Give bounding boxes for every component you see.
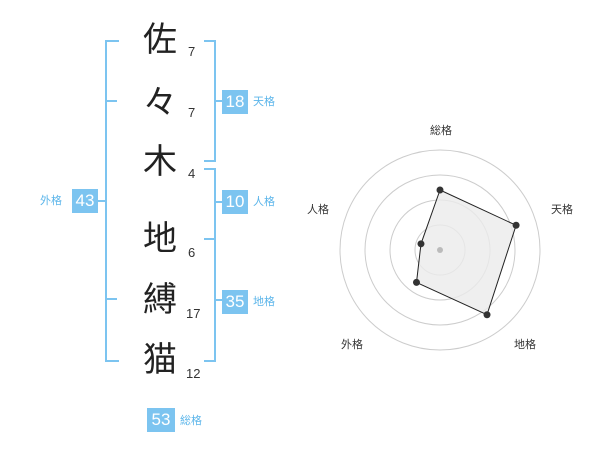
gaikaku-connector xyxy=(97,200,105,202)
radar-ring xyxy=(364,174,516,326)
tenkaku-label: 天格 xyxy=(253,95,275,108)
radar-center xyxy=(437,247,443,253)
name-char-6: 猫 xyxy=(143,340,177,380)
name-char-5: 縛 xyxy=(143,280,177,320)
chikaku-label: 地格 xyxy=(253,295,275,308)
radar-point-5 xyxy=(417,240,425,248)
stroke-count-3: 4 xyxy=(188,166,196,181)
radar-point-3 xyxy=(483,311,491,319)
gaikaku-bracket xyxy=(105,40,119,362)
radar-label-chikaku: 地格 xyxy=(514,338,536,351)
radar-ring xyxy=(339,149,541,351)
stroke-count-2: 7 xyxy=(188,105,196,120)
jinkaku-badge: 10 xyxy=(222,190,248,214)
name-char-3: 木 xyxy=(143,142,177,182)
tenkaku-connector xyxy=(214,100,222,102)
radar-point-4 xyxy=(412,278,420,286)
name-char-2: 々 xyxy=(143,83,177,123)
radar-point-1 xyxy=(436,186,444,194)
name-char-4: 地 xyxy=(143,219,177,259)
radar-points xyxy=(412,186,520,319)
gaikaku-label: 外格 xyxy=(40,194,62,207)
stroke-count-1: 7 xyxy=(188,44,196,59)
radar-label-jinkaku: 人格 xyxy=(307,203,329,216)
tenkaku-badge: 18 xyxy=(222,90,248,114)
gaikaku-tick-1 xyxy=(105,100,117,102)
soukaku-badge: 53 xyxy=(147,408,175,432)
jinkaku-connector xyxy=(214,201,222,203)
radar-label-gaikaku: 外格 xyxy=(341,338,363,351)
radar-point-2 xyxy=(512,221,520,229)
stroke-count-4: 6 xyxy=(188,245,196,260)
chikaku-connector xyxy=(214,299,222,301)
radar-label-tenkaku: 天格 xyxy=(551,203,573,216)
soukaku-label: 総格 xyxy=(180,414,202,427)
gaikaku-badge: 43 xyxy=(72,189,98,213)
radar-label-soukaku: 総格 xyxy=(430,124,452,137)
gaikaku-tick-2 xyxy=(105,298,117,300)
chikaku-badge: 35 xyxy=(222,290,248,314)
jinkaku-label: 人格 xyxy=(253,195,275,208)
stroke-count-5: 17 xyxy=(186,306,201,321)
stroke-count-6: 12 xyxy=(186,366,201,381)
radar-area xyxy=(415,189,517,316)
name-char-1: 佐 xyxy=(143,20,177,60)
